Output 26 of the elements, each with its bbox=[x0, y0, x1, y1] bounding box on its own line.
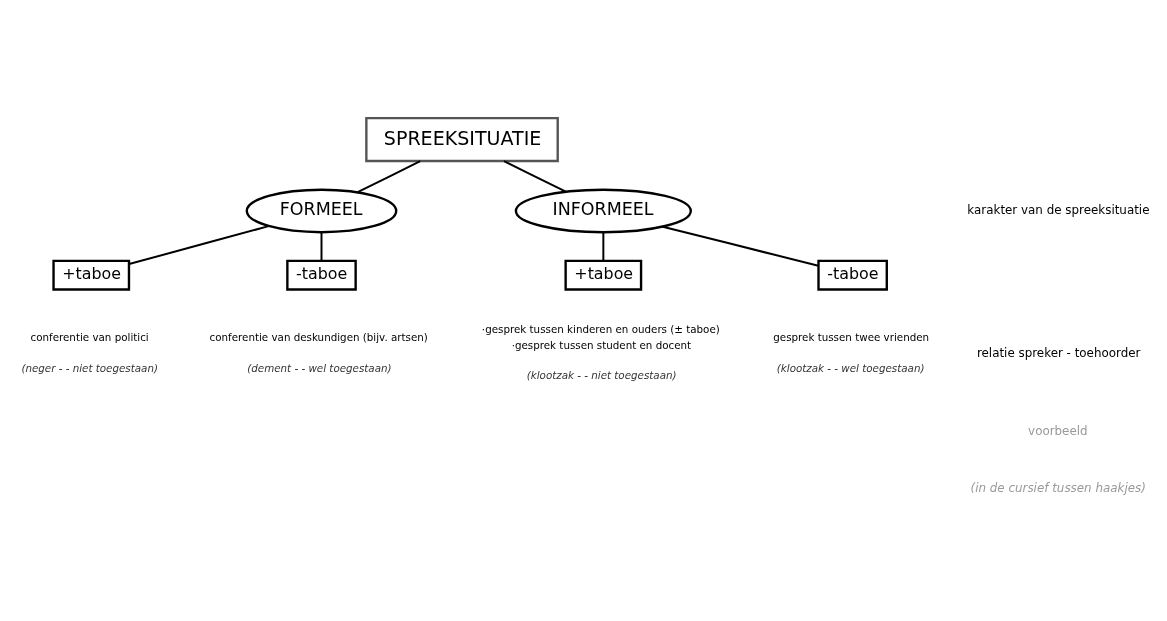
node-box: -taboe bbox=[286, 259, 357, 291]
node-label: (dement - - wel toegestaan) bbox=[247, 361, 392, 374]
node-label: ·gesprek tussen student en docent bbox=[511, 338, 692, 351]
node-box: -taboe bbox=[817, 259, 888, 291]
node-box: +taboe bbox=[52, 259, 131, 291]
connector bbox=[128, 224, 270, 265]
connector bbox=[320, 231, 323, 262]
connector bbox=[602, 231, 605, 262]
node-box: +taboe bbox=[564, 259, 643, 291]
connector bbox=[661, 225, 820, 267]
label: karakter van de spreeksituatie bbox=[967, 202, 1150, 217]
node-label: gesprek tussen twee vrienden bbox=[773, 330, 930, 343]
node-label: conferentie van politici bbox=[30, 330, 149, 343]
node-label: ·gesprek tussen kinderen en ouders (± taboe) bbox=[481, 322, 720, 335]
node-ellipse: FORMEEL bbox=[245, 188, 398, 233]
node-label: (klootzak - - wel toegestaan) bbox=[776, 361, 925, 374]
node-label: (klootzak - - niet toegestaan) bbox=[526, 368, 677, 381]
node-label: (neger - - niet toegestaan) bbox=[21, 361, 158, 374]
label: voorbeeld bbox=[1028, 423, 1088, 438]
connector bbox=[503, 159, 567, 193]
label: relatie spreker - toehoorder bbox=[976, 345, 1141, 360]
node-label: conferentie van deskundigen (bijv. artsen) bbox=[209, 330, 428, 343]
node-box: SPREEKSITUATIE bbox=[365, 116, 559, 162]
node-ellipse: INFORMEEL bbox=[514, 188, 692, 233]
label: (in de cursief tussen haakjes) bbox=[970, 480, 1146, 495]
connector bbox=[356, 159, 422, 193]
